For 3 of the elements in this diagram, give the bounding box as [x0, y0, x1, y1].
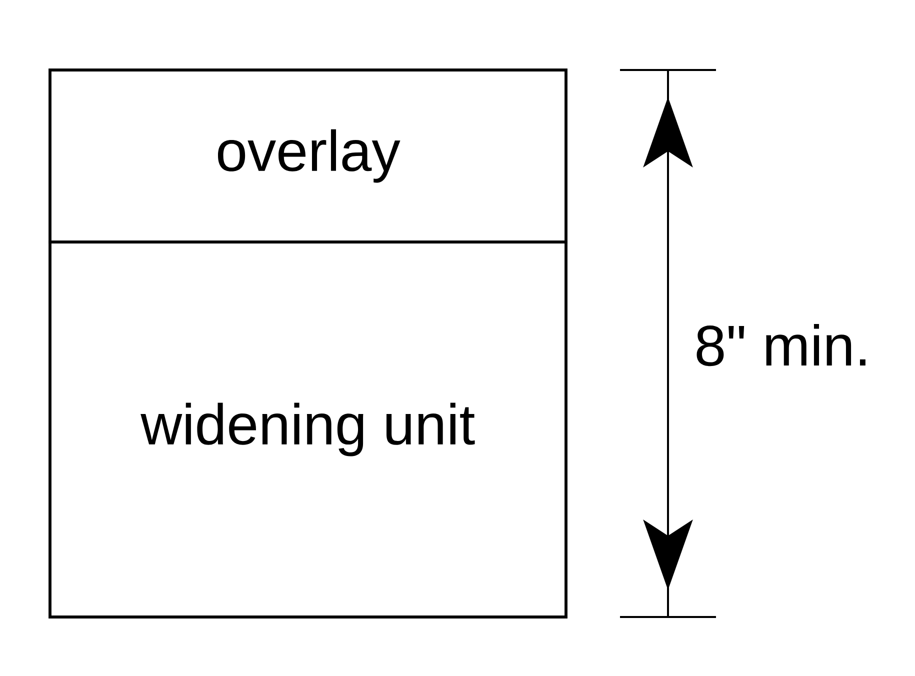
dimension-label: 8" min.	[696, 324, 866, 366]
layer-box: overlay	[48, 68, 568, 244]
layer-box: widening unit	[48, 240, 568, 618]
